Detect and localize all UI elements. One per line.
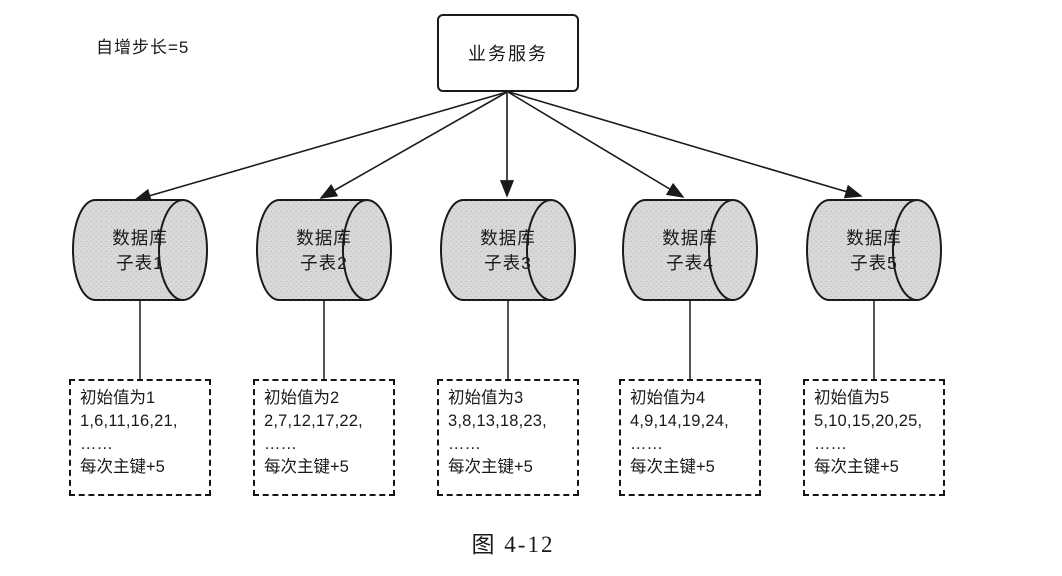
shard-label-line1: 数据库	[480, 228, 536, 248]
shard-label-line1: 数据库	[296, 228, 352, 248]
arrow-to-shard-5	[508, 91, 863, 199]
database-cylinder-2	[256, 199, 392, 301]
shard-2-label: 数据库 子表2	[264, 226, 384, 276]
note-box-shard-2: 初始值为2 2,7,12,17,22, …… 每次主键+5	[253, 379, 395, 496]
shard-label-line2: 子表2	[300, 253, 348, 273]
increment-rule-text: 每次主键+5	[630, 458, 715, 476]
note-box-shard-5: 初始值为5 5,10,15,20,25, …… 每次主键+5	[803, 379, 945, 496]
shard-label-line2: 子表5	[850, 253, 898, 273]
key-sequence-text: 1,6,11,16,21,	[80, 412, 178, 430]
database-cylinder-4	[622, 199, 758, 301]
ellipsis-text: ……	[264, 435, 297, 453]
key-sequence-text: 4,9,14,19,24,	[630, 412, 729, 430]
initial-value-text: 初始值为1	[80, 389, 156, 407]
initial-value-text: 初始值为5	[814, 389, 890, 407]
increment-rule-text: 每次主键+5	[80, 458, 165, 476]
shard-label-line2: 子表1	[116, 253, 164, 273]
initial-value-text: 初始值为3	[448, 389, 524, 407]
database-cylinder-3	[440, 199, 576, 301]
figure-caption: 图 4-12	[471, 532, 555, 557]
arrow-to-shard-4	[507, 91, 685, 198]
initial-value-text: 初始值为4	[630, 389, 706, 407]
service-box: 业务服务	[437, 14, 579, 92]
shard-label-line1: 数据库	[846, 228, 902, 248]
shard-5-label: 数据库 子表5	[814, 226, 934, 276]
step-size-label: 自增步长=5	[96, 38, 190, 57]
shard-4-label: 数据库 子表4	[630, 226, 750, 276]
database-cylinders	[72, 199, 942, 301]
initial-value-text: 初始值为2	[264, 389, 340, 407]
shard-label-line1: 数据库	[662, 228, 718, 248]
shard-label-line1: 数据库	[112, 228, 168, 248]
increment-rule-text: 每次主键+5	[814, 458, 899, 476]
key-sequence-text: 5,10,15,20,25,	[814, 412, 923, 430]
increment-rule-text: 每次主键+5	[264, 458, 349, 476]
ellipsis-text: ……	[630, 435, 663, 453]
ellipsis-text: ……	[814, 435, 847, 453]
ellipsis-text: ……	[80, 435, 113, 453]
increment-rule-text: 每次主键+5	[448, 458, 533, 476]
service-box-label: 业务服务	[468, 44, 548, 64]
note-box-shard-3: 初始值为3 3,8,13,18,23, …… 每次主键+5	[437, 379, 579, 496]
shard-1-label: 数据库 子表1	[80, 226, 200, 276]
shard-label-line2: 子表3	[484, 253, 532, 273]
arrow-to-shard-1	[133, 91, 508, 203]
service-to-shard-arrows	[133, 91, 863, 203]
key-sequence-text: 3,8,13,18,23,	[448, 412, 547, 430]
key-sequence-text: 2,7,12,17,22,	[264, 412, 363, 430]
note-box-shard-1: 初始值为1 1,6,11,16,21, …… 每次主键+5	[69, 379, 211, 496]
shard-to-note-connectors	[139, 300, 875, 381]
shard-label-line2: 子表4	[666, 253, 714, 273]
shard-3-label: 数据库 子表3	[448, 226, 568, 276]
database-cylinder-1	[72, 199, 208, 301]
ellipsis-text: ……	[448, 435, 481, 453]
note-box-shard-4: 初始值为4 4,9,14,19,24, …… 每次主键+5	[619, 379, 761, 496]
arrow-to-shard-2	[319, 91, 508, 199]
database-cylinder-5	[806, 199, 942, 301]
